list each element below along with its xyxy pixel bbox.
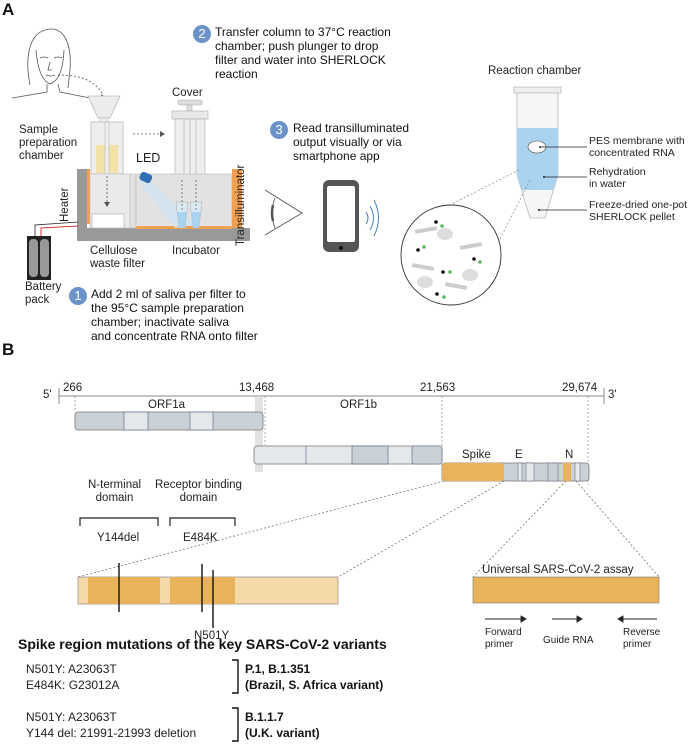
group-2-variant: B.1.1.7 (U.K. variant) (245, 710, 320, 740)
panel-a-label: A (2, 0, 15, 19)
forward-primer-label: Forward primer (485, 627, 522, 650)
spike-label: Spike (462, 449, 491, 461)
orf1a-label: ORF1a (148, 399, 186, 411)
variant-brackets (232, 659, 239, 742)
reaction-chamber-label: Reaction chamber (488, 65, 582, 77)
step-1-badge: 1 (69, 287, 87, 305)
transilluminator-label: Transilluminator (235, 164, 247, 246)
rehydration-label: Rehydration in water (589, 166, 646, 190)
sample-column (90, 121, 124, 175)
reverse-primer-label: Reverse primer (623, 627, 661, 650)
wireless-signal-icon (365, 199, 379, 237)
group-1-variant: P.1, B.1.351 (Brazil, S. Africa variant) (245, 662, 384, 692)
guide-rna-label: Guide RNA (543, 635, 594, 646)
genome-axis (58, 388, 605, 404)
spike-protein-bar (77, 576, 339, 605)
group-1-mutations: N501Y: A23063T E484K: G23012A (26, 662, 120, 692)
mutation-markers (118, 563, 214, 628)
five-prime-label: 5' (43, 389, 52, 401)
y144del-label: Y144del (97, 532, 140, 544)
eye-icon (264, 189, 303, 236)
orf1b-label: ORF1b (340, 399, 378, 411)
step-3-text: Read transilluminated output visually or… (293, 121, 410, 163)
heater-label: Heater (59, 187, 71, 222)
ntd-label: N-terminal domain (88, 479, 142, 504)
group-2-mutations: N501Y: A23063T Y144 del: 21991-21993 del… (26, 710, 197, 740)
n501y-label: N501Y (194, 630, 230, 642)
reaction-chamber-tube (513, 86, 562, 219)
n-gene (563, 463, 571, 481)
step-3-badge: 3 (270, 121, 288, 139)
cover-label: Cover (172, 87, 203, 99)
heater-block (77, 169, 250, 241)
reaction-zoom-circle (400, 204, 502, 306)
domain-brackets (79, 517, 236, 526)
pes-membrane-label: PES membrane with concentrated RNA (589, 135, 685, 159)
funnel-icon (87, 95, 121, 125)
primer-arrows (485, 615, 657, 623)
assay-title: Universal SARS-CoV-2 assay (482, 564, 634, 576)
person-face-icon (11, 28, 91, 99)
zoom-lines (77, 480, 660, 578)
rbd-label: Receptor binding domain (155, 479, 242, 504)
e-gene-label: E (515, 449, 523, 461)
position-21563: 21,563 (420, 382, 456, 394)
battery-pack-icon (27, 221, 79, 280)
n-gene-label: N (565, 449, 574, 461)
reaction-components (411, 220, 483, 299)
transfer-arrow (160, 131, 165, 137)
saliva-arrow (57, 74, 104, 96)
e484k-label: E484K (183, 532, 218, 544)
mutations-title: Spike region mutations of the key SARS-C… (18, 636, 387, 652)
cellulose-filter-label: Cellulose waste filter (90, 245, 145, 270)
structural-genes (441, 462, 590, 482)
panel-b-label: B (2, 340, 15, 359)
assay-bar (472, 576, 660, 604)
position-266: 266 (63, 382, 83, 394)
smartphone-icon (323, 180, 359, 252)
battery-pack-label: Battery pack (25, 281, 62, 306)
led-label: LED (136, 151, 161, 165)
pellet-label: Freeze-dried one-pot SHERLOCK pellet (589, 199, 688, 223)
step-2-badge: 2 (193, 25, 211, 43)
three-prime-label: 3' (608, 389, 617, 401)
reaction-tubes (175, 180, 203, 229)
step-2-text: Transfer column to 37°C reaction chamber… (215, 25, 391, 81)
step-1-text: Add 2 ml of saliva per filter to the 95°… (91, 287, 258, 343)
plunger-cover (171, 99, 209, 180)
orf1a-gene (74, 411, 264, 431)
sample-chamber-label: Sample preparation chamber (19, 124, 78, 162)
position-29674: 29,674 (562, 382, 598, 394)
position-13468: 13,468 (239, 382, 275, 394)
incubator-label: Incubator (172, 245, 220, 257)
orf1b-gene (253, 445, 443, 465)
